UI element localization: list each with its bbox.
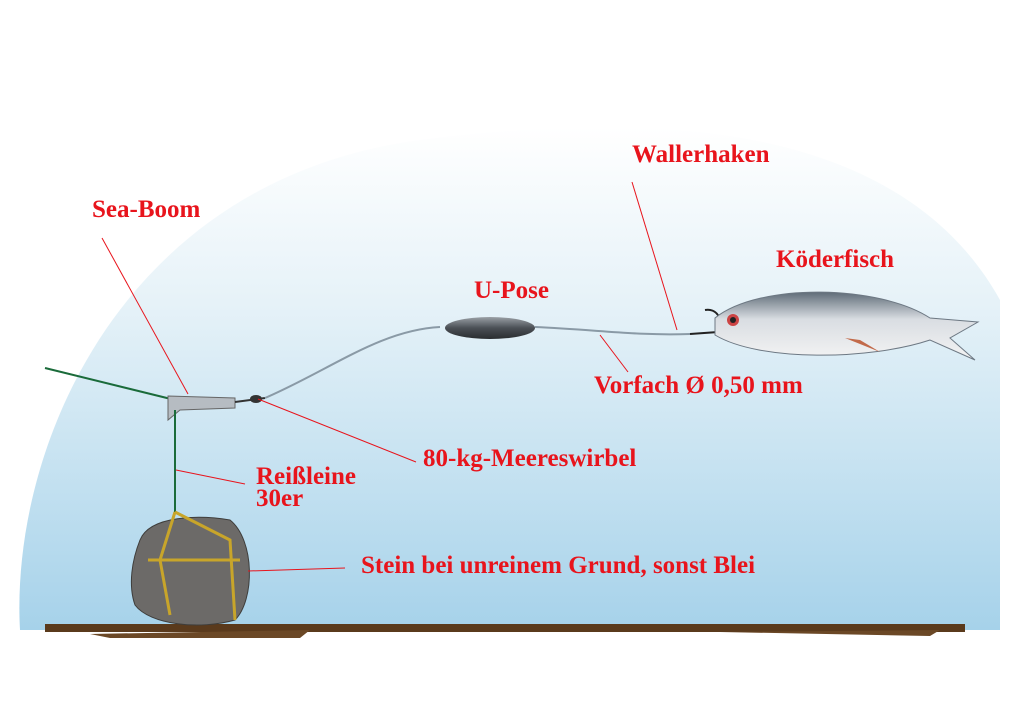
label-vorfach: Vorfach Ø 0,50 mm [594, 372, 803, 399]
label-wallerhaken: Wallerhaken [632, 141, 770, 168]
label-stein: Stein bei unreinem Grund, sonst Blei [361, 552, 756, 579]
label-wirbel: 80-kg-Meereswirbel [423, 445, 637, 472]
label-reissleine-30er: 30er [256, 485, 304, 512]
u-pose [445, 317, 535, 339]
line-to-pose [264, 326, 441, 399]
callout-lines [101, 181, 678, 572]
main-line [44, 367, 176, 401]
water-background [19, 126, 1000, 631]
label-sea-boom: Sea-Boom [92, 196, 201, 223]
sea-boom [167, 395, 236, 422]
bait-fish [714, 291, 980, 361]
label-reissleine: Reißleine [256, 463, 356, 490]
label-u-pose: U-Pose [474, 277, 549, 304]
label-koederfisch: Köderfisch [776, 246, 895, 273]
ground [45, 624, 965, 632]
leader [534, 326, 691, 336]
stone-net [148, 510, 240, 621]
swivel [250, 395, 262, 403]
